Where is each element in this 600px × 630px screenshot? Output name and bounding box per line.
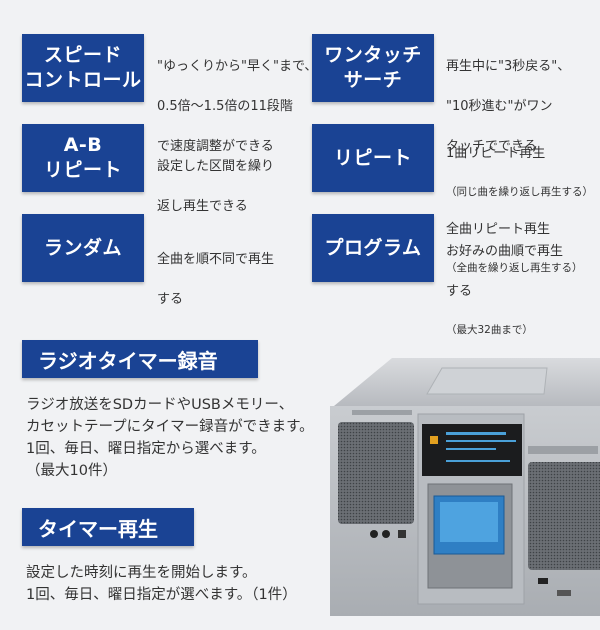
desc-line: 1曲リピート再生 bbox=[446, 146, 546, 161]
feature-badge-speed-control: スピード コントロール bbox=[22, 34, 144, 102]
body-line: 1回、毎日、曜日指定が選べます。（1件） bbox=[26, 587, 297, 603]
desc-line: 0.5倍～1.5倍の11段階 bbox=[157, 99, 293, 114]
timer-play-desc: 設定した時刻に再生を開始します。 1回、毎日、曜日指定が選べます。（1件） bbox=[26, 562, 297, 606]
body-line: ラジオ放送をSDカードやUSBメモリー、 bbox=[26, 397, 294, 413]
desc-line: お好みの曲順で再生 bbox=[446, 244, 564, 259]
body-line: 設定した時刻に再生を開始します。 bbox=[26, 565, 257, 581]
feature-desc-ab-repeat: 設定した区間を繰り 返し再生できる bbox=[157, 137, 274, 237]
feature-desc-random: 全曲を順不同で再生 する bbox=[157, 230, 274, 330]
desc-note: （全曲を繰り返し再生する） bbox=[446, 262, 583, 274]
desc-note: （最大32曲まで） bbox=[446, 324, 533, 336]
desc-line: 再生中に"3秒戻る"、 bbox=[446, 59, 571, 74]
desc-line: タッチでできる bbox=[446, 139, 537, 154]
feature-badge-ab-repeat: A-B リピート bbox=[22, 124, 144, 192]
desc-line: で速度調整ができる bbox=[157, 139, 274, 154]
feature-badge-repeat: リピート bbox=[312, 124, 434, 192]
cd-radio-cassette-image bbox=[330, 358, 600, 616]
feature-desc-program: お好みの曲順で再生 する （最大32曲まで） bbox=[446, 222, 563, 358]
body-line: 1回、毎日、曜日指定から選べます。 bbox=[26, 441, 266, 457]
feature-badge-program: プログラム bbox=[312, 214, 434, 282]
feature-badge-one-touch-search: ワンタッチ サーチ bbox=[312, 34, 434, 102]
desc-line: "10秒進む"がワン bbox=[446, 99, 553, 114]
feature-desc-one-touch-search: 再生中に"3秒戻る"、 "10秒進む"がワン タッチでできる bbox=[446, 37, 570, 177]
desc-line: 全曲を順不同で再生 bbox=[157, 252, 275, 267]
feature-badge-random: ランダム bbox=[22, 214, 144, 282]
timer-play-title: タイマー再生 bbox=[22, 508, 194, 546]
desc-line: 返し再生できる bbox=[157, 199, 248, 214]
desc-line: する bbox=[446, 284, 473, 299]
body-line: （最大10件） bbox=[26, 463, 117, 479]
desc-line: 設定した区間を繰り bbox=[157, 159, 275, 174]
desc-line: する bbox=[157, 292, 184, 307]
radio-timer-title: ラジオタイマー録音 bbox=[22, 340, 258, 378]
feature-desc-repeat: 1曲リピート再生 （同じ曲を繰り返し再生する） 全曲リピート再生 （全曲を繰り返… bbox=[446, 124, 593, 296]
feature-desc-speed-control: "ゆっくりから"早く"まで、 0.5倍～1.5倍の11段階 で速度調整ができる bbox=[157, 37, 317, 177]
desc-line: "ゆっくりから"早く"まで、 bbox=[157, 59, 318, 74]
desc-note: （同じ曲を繰り返し再生する） bbox=[446, 186, 593, 198]
desc-line: 全曲リピート再生 bbox=[446, 222, 551, 237]
radio-timer-desc: ラジオ放送をSDカードやUSBメモリー、 カセットテープにタイマー録音ができます… bbox=[26, 394, 314, 482]
body-line: カセットテープにタイマー録音ができます。 bbox=[26, 419, 314, 435]
